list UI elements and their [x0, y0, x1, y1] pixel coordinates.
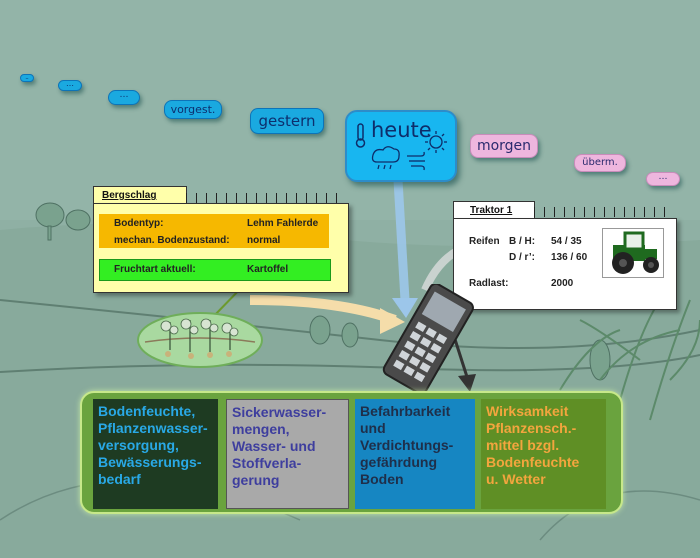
- output-box-1[interactable]: Bodenfeuchte,Pflanzenwasser-versorgung,B…: [93, 399, 218, 509]
- timeline-morgen[interactable]: morgen: [470, 134, 538, 158]
- timeline-past-3[interactable]: …: [108, 90, 140, 105]
- soil-condition-value: normal: [247, 235, 281, 246]
- output-box-line: u. Wetter: [486, 471, 546, 487]
- soil-type-value: Lehm Fahlerde: [247, 218, 319, 229]
- output-box-line: mengen,: [232, 421, 290, 437]
- tractor-card-tab-edge: [534, 207, 674, 217]
- output-box-line: Wasser- und: [232, 438, 316, 454]
- output-box-line: Bewässerungs-: [98, 454, 202, 470]
- output-box-line: Verdichtungs-: [360, 437, 454, 453]
- output-box-line: Wirksamkeit: [486, 403, 569, 419]
- dr-label: D / r’:: [509, 252, 535, 263]
- reifen-label: Reifen: [469, 236, 500, 247]
- weather-icons: [355, 123, 447, 171]
- radlast-value: 2000: [551, 278, 574, 289]
- wind-icon: [407, 151, 425, 171]
- field-card-tab-edge: [186, 193, 346, 203]
- thermometer-icon: [355, 123, 366, 148]
- output-box-line: Pflanzenwasser-: [98, 420, 208, 436]
- output-box-line: bedarf: [98, 471, 141, 487]
- soil-info-block: [99, 214, 329, 248]
- soil-type-label: Bodentyp:: [114, 218, 164, 229]
- output-box-line: versorgung,: [98, 437, 179, 453]
- smartphone-icon: [382, 284, 474, 394]
- heute-label: heute: [371, 118, 432, 142]
- output-box-line: Sickerwasser-: [232, 404, 327, 420]
- timeline-heute[interactable]: heute: [345, 110, 457, 182]
- timeline-past-1[interactable]: –: [20, 74, 34, 82]
- output-box-line: gerung: [232, 472, 280, 488]
- bh-label: B / H:: [509, 236, 536, 247]
- output-box-line: und: [360, 420, 386, 436]
- timeline-gestern[interactable]: gestern: [250, 108, 324, 134]
- output-box-line: Boden: [360, 471, 404, 487]
- tractor-icon: [602, 228, 664, 278]
- tractor-card-title: Traktor 1: [470, 205, 513, 216]
- output-box-line: mittel bzgl.: [486, 437, 560, 453]
- crop-label: Fruchtart aktuell:: [114, 264, 196, 275]
- timeline-future[interactable]: …: [646, 172, 680, 186]
- crop-info-block: [99, 259, 331, 281]
- output-box-line: Bodenfeuchte: [486, 454, 580, 470]
- timeline-vorgestern[interactable]: vorgest.: [164, 100, 222, 119]
- potato-crop-illustration: [137, 312, 263, 368]
- bh-value: 54 / 35: [551, 236, 582, 247]
- timeline-uebermorgen[interactable]: überm.: [574, 154, 626, 172]
- soil-condition-label: mechan. Bodenzustand:: [114, 235, 230, 246]
- field-card-title: Bergschlag: [102, 190, 157, 201]
- timeline-past-2[interactable]: …: [58, 80, 82, 91]
- output-box-line: Pflanzensch.-: [486, 420, 577, 436]
- output-box-line: gefährdung: [360, 454, 437, 470]
- crop-value: Kartoffel: [247, 264, 289, 275]
- radlast-label: Radlast:: [469, 278, 509, 289]
- output-box-line: Bodenfeuchte,: [98, 403, 196, 419]
- rain-cloud-icon: [371, 146, 400, 170]
- field-card: [93, 203, 349, 293]
- output-box-line: Befahrbarkeit: [360, 403, 451, 419]
- sun-icon: [425, 131, 447, 153]
- output-box-line: Stoffverla-: [232, 455, 302, 471]
- dr-value: 136 / 60: [551, 252, 588, 263]
